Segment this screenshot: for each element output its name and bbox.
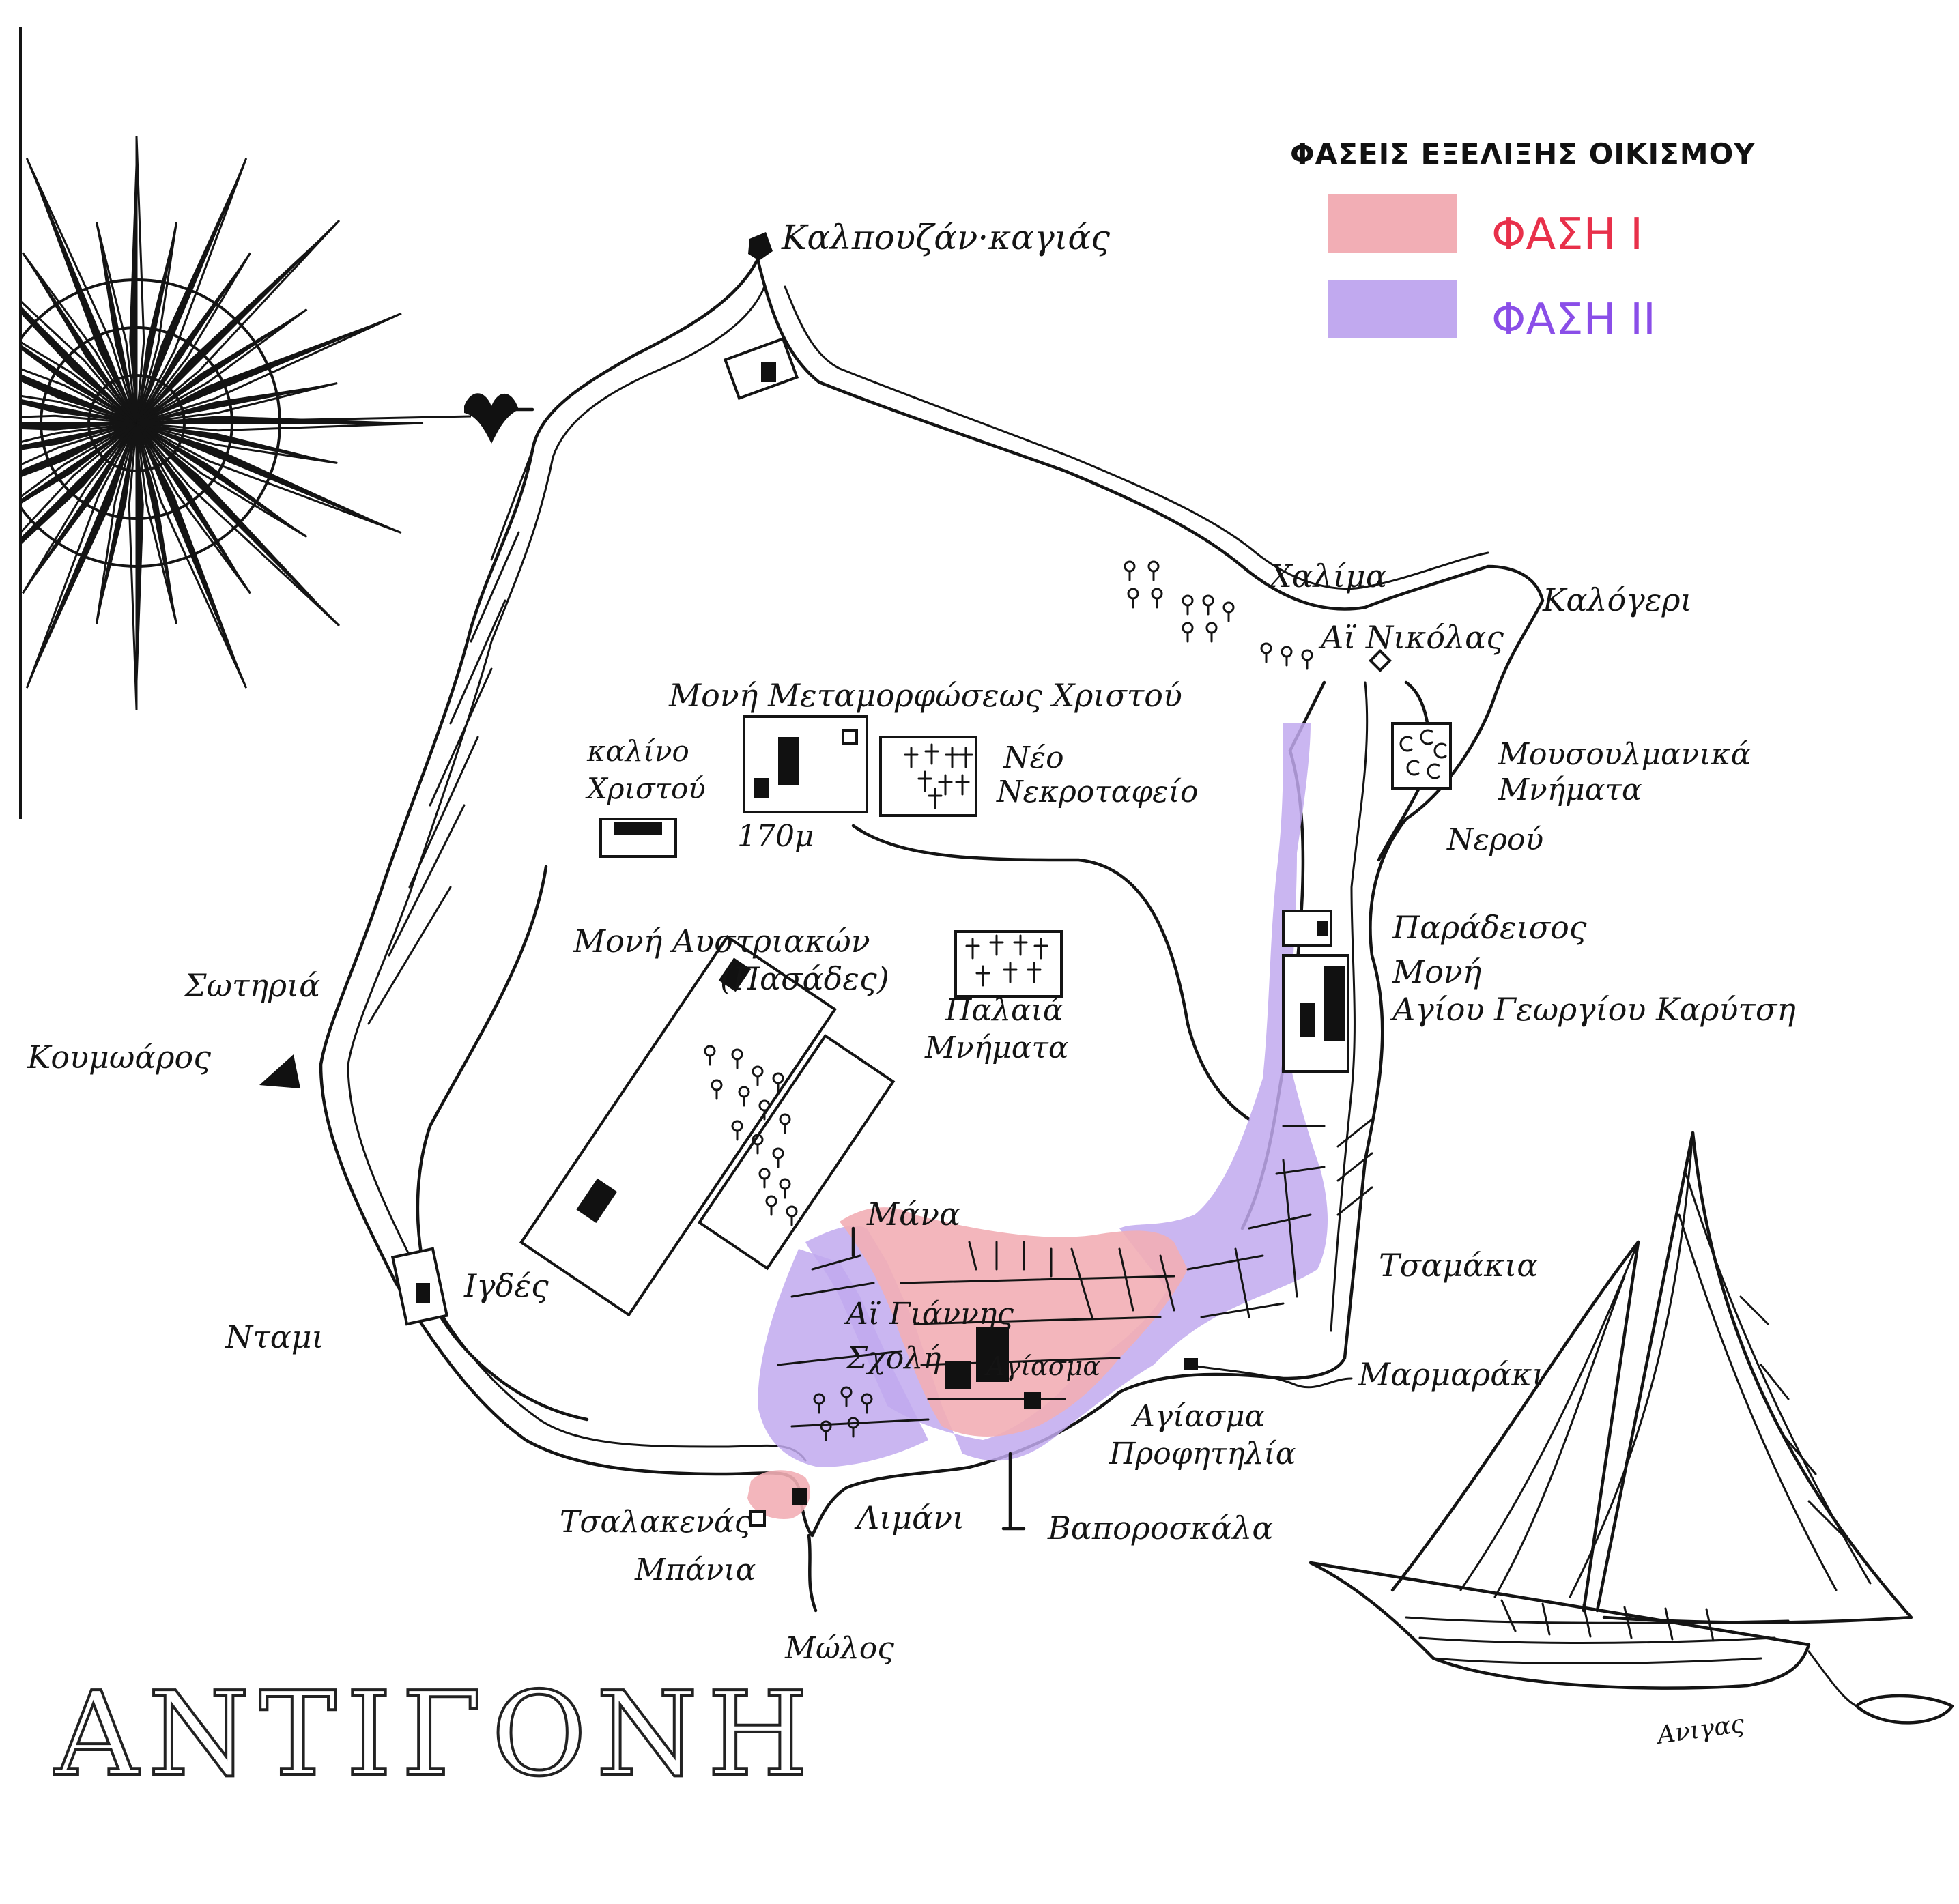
compass-rose-icon (0, 0, 472, 853)
label-ai-giannis: Αϊ Γιάννης (844, 1297, 1014, 1331)
label-kalogeros: Καλόγερι (1542, 581, 1693, 618)
place-labels: Καλπουζάν·καγιάς Χαλίμα Καλόγερι Αϊ Νικό… (27, 218, 1796, 1666)
label-moni-metamorfoseos: Μονή Μεταμορφώσεως Χριστού (668, 677, 1182, 714)
label-chalima: Χαλίμα (1268, 558, 1387, 594)
legend-swatch-phase-2 (1328, 280, 1457, 338)
label-mousoulmanika-1: Μουσουλμανικά (1498, 737, 1751, 772)
legend: ΦΑΣΕΙΣ ΕΞΕΛΙΞΗΣ ΟΙΚΙΣΜΟΥ ΦΑΣΗ Ι ΦΑΣΗ ΙΙ (1290, 137, 1756, 345)
label-agiasma-small: Αγίασμα (984, 1351, 1100, 1381)
buildings (390, 336, 1452, 1613)
label-paradeisos: Παράδεισος (1392, 909, 1587, 946)
sailing-ship-icon: Ανιγας (1309, 1131, 1954, 1750)
legend-title: ΦΑΣΕΙΣ ΕΞΕΛΙΞΗΣ ΟΙΚΙΣΜΟΥ (1290, 137, 1756, 171)
label-moni-afstriakon-1: Μονή Αυστριακών (573, 923, 870, 960)
label-agiasma-1: Αγίασμα (1130, 1399, 1265, 1434)
label-mana: Μάνα (866, 1196, 960, 1232)
label-igdes: Ιγδές (463, 1267, 549, 1304)
label-sotiria: Σωτηριά (183, 967, 320, 1004)
label-kalpouzan: Καλπουζάν·καγιάς (781, 218, 1110, 257)
label-tsamakia: Τσαμάκια (1379, 1247, 1538, 1284)
cemetery-marks (704, 560, 1447, 1441)
label-marmaraki: Μαρμαράκι (1358, 1356, 1544, 1393)
label-neo-1: Νέο (1003, 740, 1064, 775)
label-neo-2: Νεκροταφείο (996, 775, 1199, 809)
map-title: ΑΝΤΙΓΟΝΗ (54, 1667, 818, 1802)
label-palaia-1: Παλαιά (945, 993, 1063, 1028)
label-kellino-1: καλίνο (586, 734, 689, 768)
label-mpania: Μπάνια (634, 1553, 756, 1587)
label-palaia-2: Μνήματα (924, 1030, 1069, 1065)
label-nero: Νερού (1446, 822, 1543, 857)
label-moni-karytsi-1: Μονή (1392, 953, 1482, 990)
label-limani: Λιμάνι (854, 1499, 964, 1536)
label-koumoaros: Κουμωάρος (27, 1039, 211, 1076)
label-vaporoskala: Βαποροσκάλα (1047, 1510, 1273, 1546)
label-ai-nikolas: Αϊ Νικόλας (1318, 619, 1504, 656)
island-outline (259, 232, 1545, 1538)
label-molos: Μώλος (784, 1631, 894, 1666)
label-moni-afstriakon-2: (Πασάδες) (720, 960, 889, 997)
label-kellino-2: Χριστού (585, 772, 706, 805)
legend-label-phase-2: ΦΑΣΗ ΙΙ (1491, 295, 1656, 345)
label-boat: Ανιγας (1654, 1710, 1747, 1750)
label-agiasma-2: Προφητηλία (1109, 1437, 1296, 1471)
legend-swatch-phase-1 (1328, 194, 1457, 253)
legend-label-phase-1: ΦΑΣΗ Ι (1491, 210, 1643, 260)
label-tsalakenas: Τσαλακενάς (560, 1505, 752, 1540)
label-height: 170μ (737, 819, 814, 854)
town-grid (777, 1125, 1326, 1428)
label-mousoulmanika-2: Μνήματα (1498, 773, 1642, 807)
label-moni-karytsi-2: Αγίου Γεωργίου Καρύτση (1390, 991, 1796, 1028)
label-ntami: Νταμι (225, 1318, 324, 1355)
label-scholi: Σχολή (845, 1341, 941, 1376)
